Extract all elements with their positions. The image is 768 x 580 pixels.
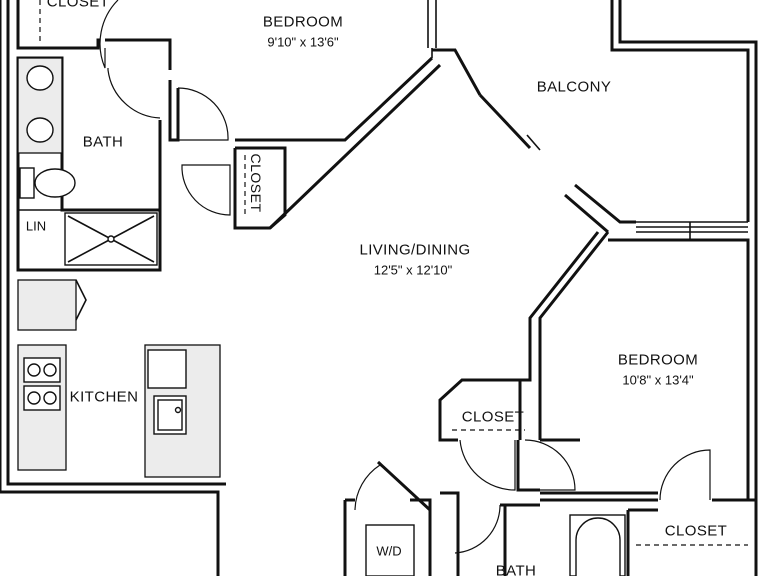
bath-2-label: BATH bbox=[495, 562, 537, 580]
balcony-label: BALCONY bbox=[536, 78, 612, 96]
living-dining-label: LIVING/DINING bbox=[359, 241, 471, 259]
bedroom-2-label: BEDROOM bbox=[617, 351, 699, 369]
kitchen-fixtures bbox=[17, 279, 221, 478]
bedroom-1-dims: 9'10" x 13'6" bbox=[267, 34, 339, 50]
closet-bottom-right-label: CLOSET bbox=[664, 522, 728, 540]
wd-label: W/D bbox=[376, 543, 402, 559]
closet-vertical-label: CLOSET bbox=[248, 153, 264, 213]
bath-2-fixtures bbox=[365, 514, 626, 576]
lin-label: LIN bbox=[25, 218, 47, 234]
closet-rods bbox=[39, 0, 748, 546]
living-dining-dims: 12'5" x 12'10" bbox=[373, 262, 453, 278]
bath-fixtures bbox=[17, 57, 158, 266]
closet-top-left-label: CLOSET bbox=[46, 0, 110, 11]
bedroom-2-dims: 10'8" x 13'4" bbox=[622, 372, 694, 388]
bath-1-label: BATH bbox=[82, 133, 124, 151]
kitchen-label: KITCHEN bbox=[69, 388, 139, 406]
door-swings bbox=[99, 0, 711, 554]
closet-mid-label: CLOSET bbox=[461, 408, 525, 426]
bedroom-1-label: BEDROOM bbox=[262, 13, 344, 31]
